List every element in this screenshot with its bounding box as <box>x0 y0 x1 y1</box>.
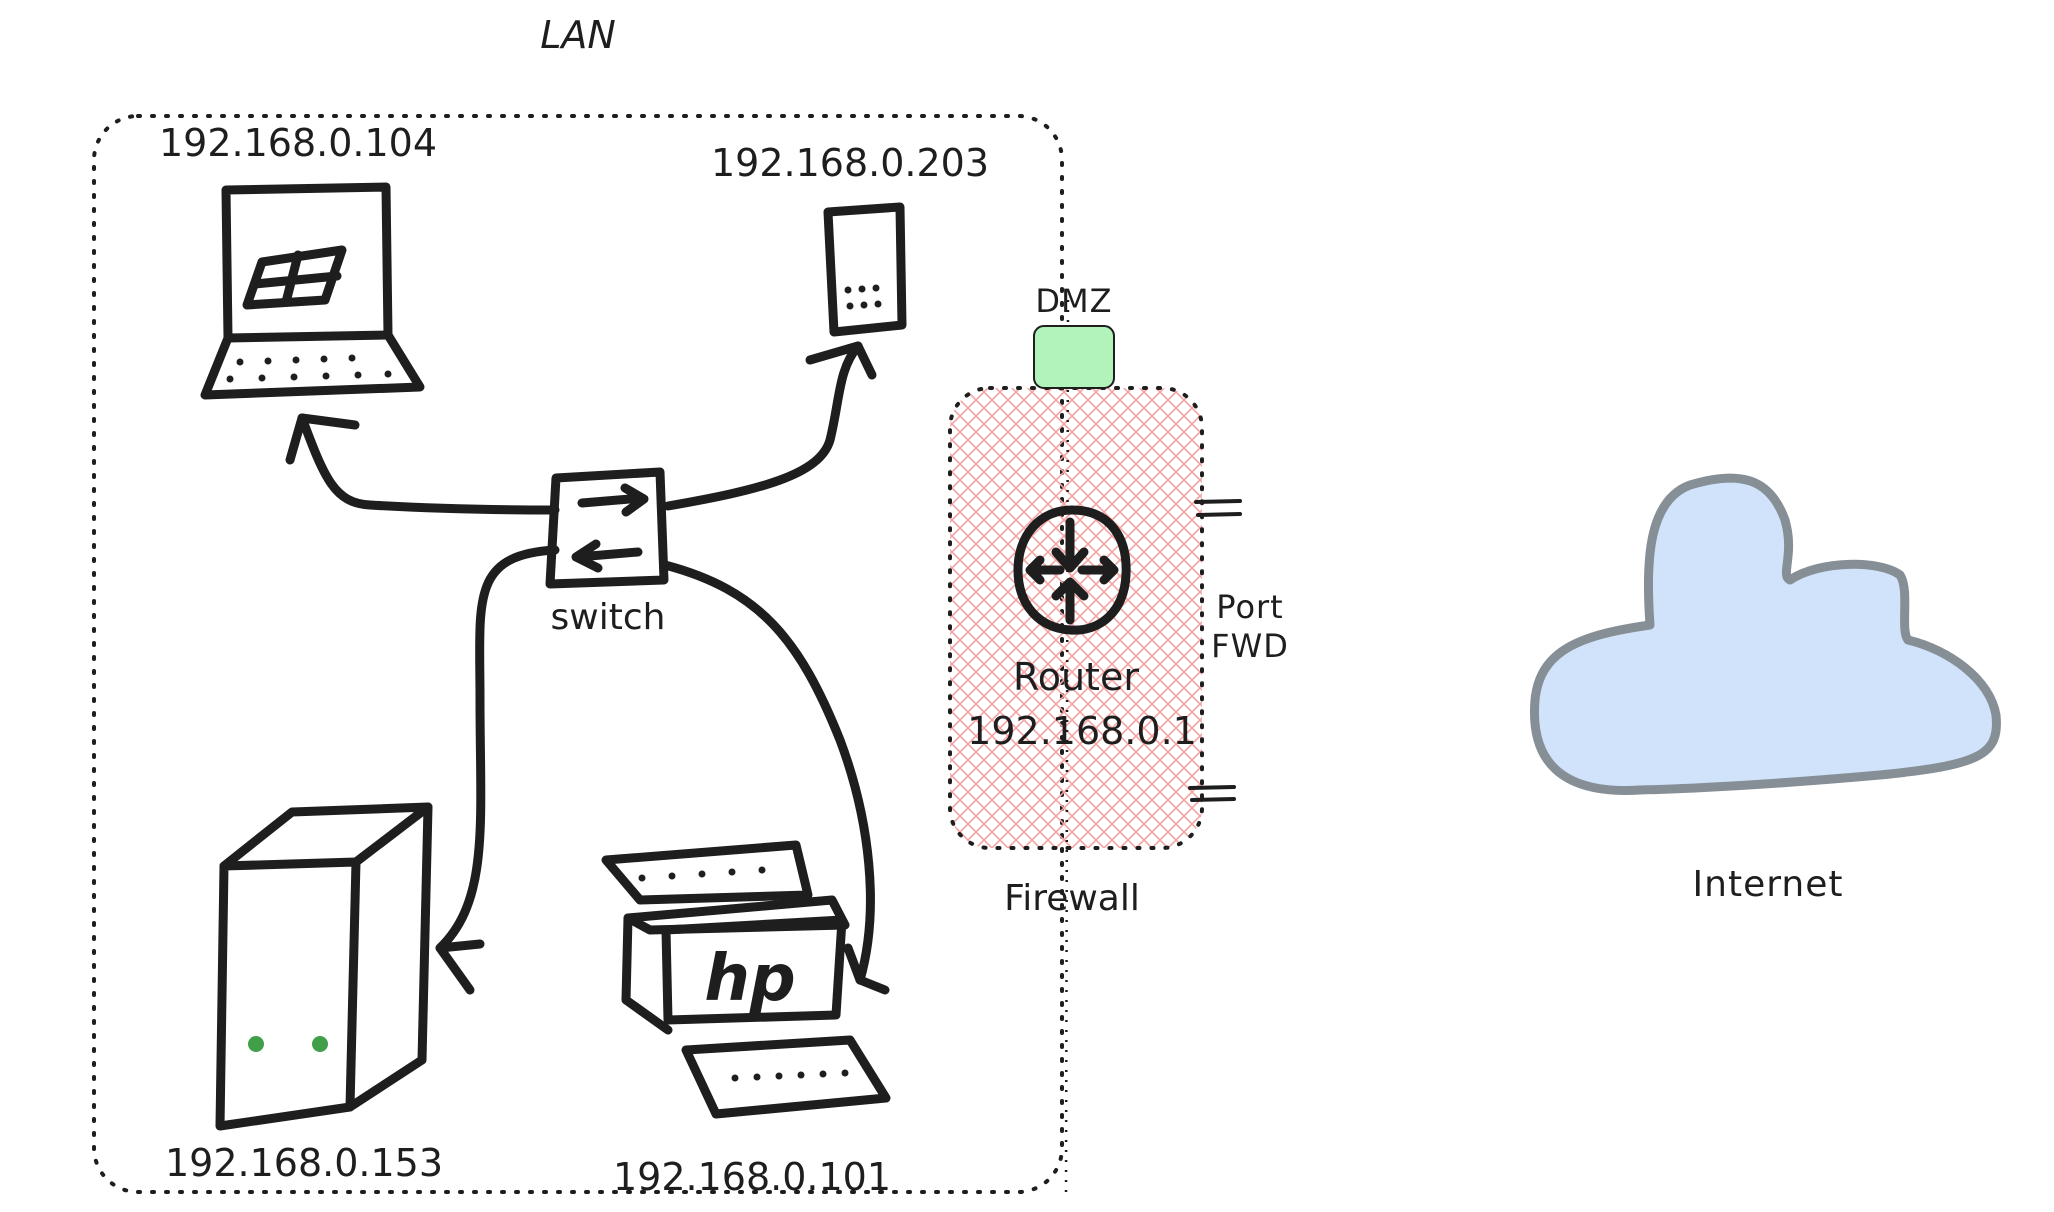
laptop-icon <box>200 182 425 400</box>
server-ip: 192.168.0.153 <box>165 1141 443 1185</box>
lan-title: LAN <box>540 13 616 57</box>
dmz-divider-line <box>1064 299 1070 1201</box>
router-icon <box>1013 505 1131 635</box>
router-device[interactable]: Router 192.168.0.1 <box>967 505 1197 753</box>
network-switch[interactable]: switch <box>545 467 669 638</box>
printer-brand-logo: hp <box>704 942 795 1016</box>
dmz-zone: DMZ <box>1033 282 1115 389</box>
router-ip: 192.168.0.1 <box>967 709 1197 753</box>
router-label: Router <box>1013 655 1139 699</box>
dmz-label: DMZ <box>1035 282 1112 320</box>
printer-ip: 192.168.0.101 <box>613 1155 891 1199</box>
lan-boundary <box>92 114 1064 1194</box>
server-led-left <box>248 1036 264 1052</box>
phone-device: 192.168.0.203 <box>711 141 989 337</box>
phone-ip: 192.168.0.203 <box>711 141 989 185</box>
port-fwd-line2: FWD <box>1211 627 1289 665</box>
switch-label: switch <box>551 597 666 638</box>
switch-icon <box>545 467 669 589</box>
dmz-box <box>1033 325 1115 389</box>
connections <box>285 341 890 995</box>
internet-cloud: Internet <box>1529 473 2001 905</box>
server-device: 192.168.0.153 <box>165 802 443 1185</box>
port-forward: Port FWD <box>1188 499 1289 802</box>
laptop-device: 192.168.0.104 <box>159 121 437 400</box>
phone-icon <box>823 202 907 337</box>
printer-device: hp 192.168.0.101 <box>601 840 891 1199</box>
server-icon <box>215 802 433 1131</box>
laptop-ip: 192.168.0.104 <box>159 121 437 165</box>
printer-icon: hp <box>601 840 891 1119</box>
cloud-icon <box>1529 473 2001 795</box>
firewall-hatch <box>950 388 1202 848</box>
firewall-label: Firewall <box>1004 878 1140 919</box>
server-led-right <box>312 1036 328 1052</box>
port-fwd-line1: Port <box>1216 588 1283 626</box>
internet-label: Internet <box>1693 864 1844 905</box>
